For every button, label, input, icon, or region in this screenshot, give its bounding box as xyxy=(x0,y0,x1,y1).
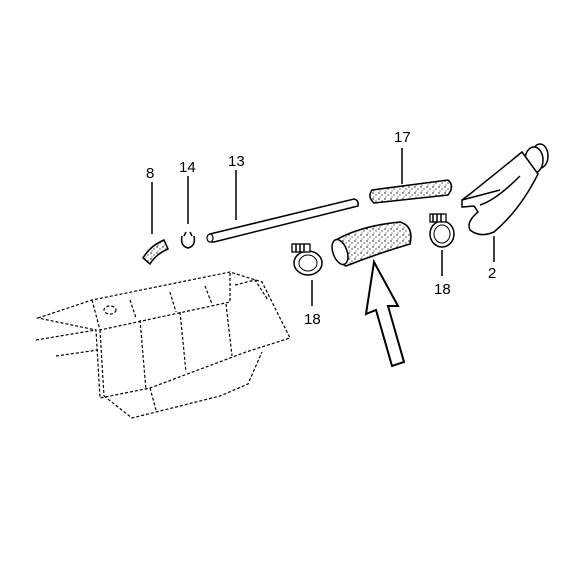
callout-label-18-right: 18 xyxy=(434,281,451,298)
part-8-elbow-hose xyxy=(142,239,169,266)
part-13-pipe xyxy=(206,198,359,243)
callout-label-2: 2 xyxy=(488,265,496,282)
part-18-right-hose-clamp xyxy=(429,213,455,248)
part-17-hose xyxy=(369,179,453,204)
part-14-clip xyxy=(180,231,196,249)
callout-label-13: 13 xyxy=(228,153,245,170)
part-18-left-hose-clamp xyxy=(291,243,323,276)
pointer-arrow xyxy=(364,258,406,368)
part-2-filler-neck xyxy=(461,143,549,236)
callout-label-18-left: 18 xyxy=(304,311,321,328)
callout-label-17: 17 xyxy=(394,129,411,146)
main-filler-hose xyxy=(331,221,412,267)
callout-label-14: 14 xyxy=(179,159,196,176)
fuel-tank-outline xyxy=(35,271,291,419)
callout-label-8: 8 xyxy=(146,165,154,182)
